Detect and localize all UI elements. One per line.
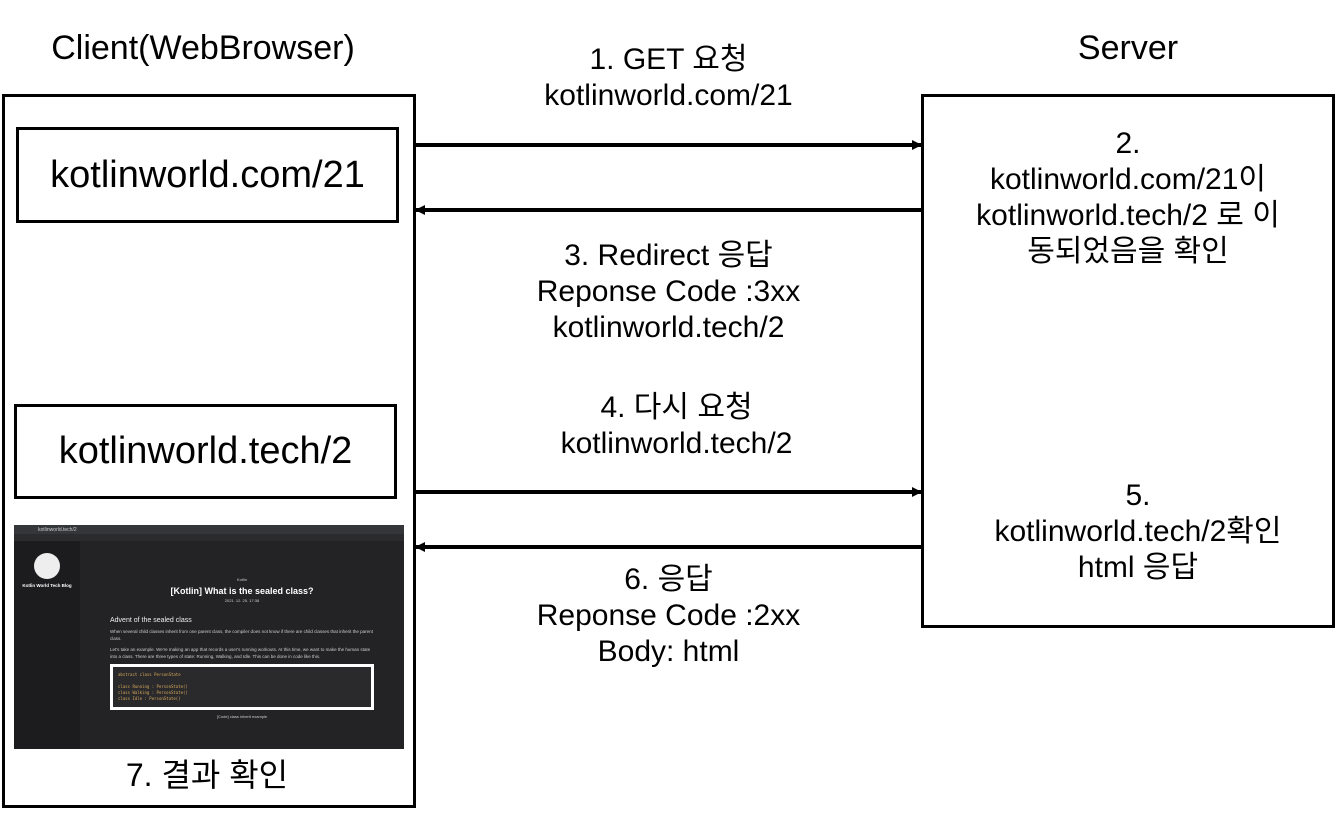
blog-sidebar: Kotlin World Tech Blog	[14, 541, 80, 749]
post-title: [Kotlin] What is the sealed class?	[170, 586, 314, 596]
code-caption: [Code] class inherit example	[216, 714, 268, 719]
address-bar: kotlinworld.tech/2	[14, 525, 404, 534]
blog-post: Kotlin [Kotlin] What is the sealed class…	[80, 541, 404, 749]
client-title: Client(WebBrowser)	[51, 29, 355, 67]
post-category: Kotlin	[236, 577, 247, 582]
url-box-2: kotlinworld.tech/2	[14, 404, 397, 499]
post-heading: Advent of the sealed class	[110, 617, 192, 624]
post-paragraph-2: Let's take an example. We're making an a…	[110, 647, 371, 659]
client-box	[2, 94, 416, 808]
server-box	[921, 94, 1335, 628]
code-block: abstract class PersonState class Running…	[113, 667, 371, 707]
browser-screenshot: kotlinworld.tech/2 Kotlin World Tech Blo…	[14, 525, 404, 749]
post-date: 2021. 12. 25. 17:38	[224, 598, 260, 603]
server-title: Server	[1077, 29, 1179, 67]
blog-name: Kotlin World Tech Blog	[22, 583, 72, 588]
post-paragraph-1: When several child classes inherit from …	[110, 629, 373, 641]
bookmarks-bar	[14, 534, 404, 541]
avatar	[34, 553, 60, 579]
result-label: 7. 결과 확인	[125, 757, 289, 793]
url-box-1: kotlinworld.com/21	[16, 127, 399, 223]
